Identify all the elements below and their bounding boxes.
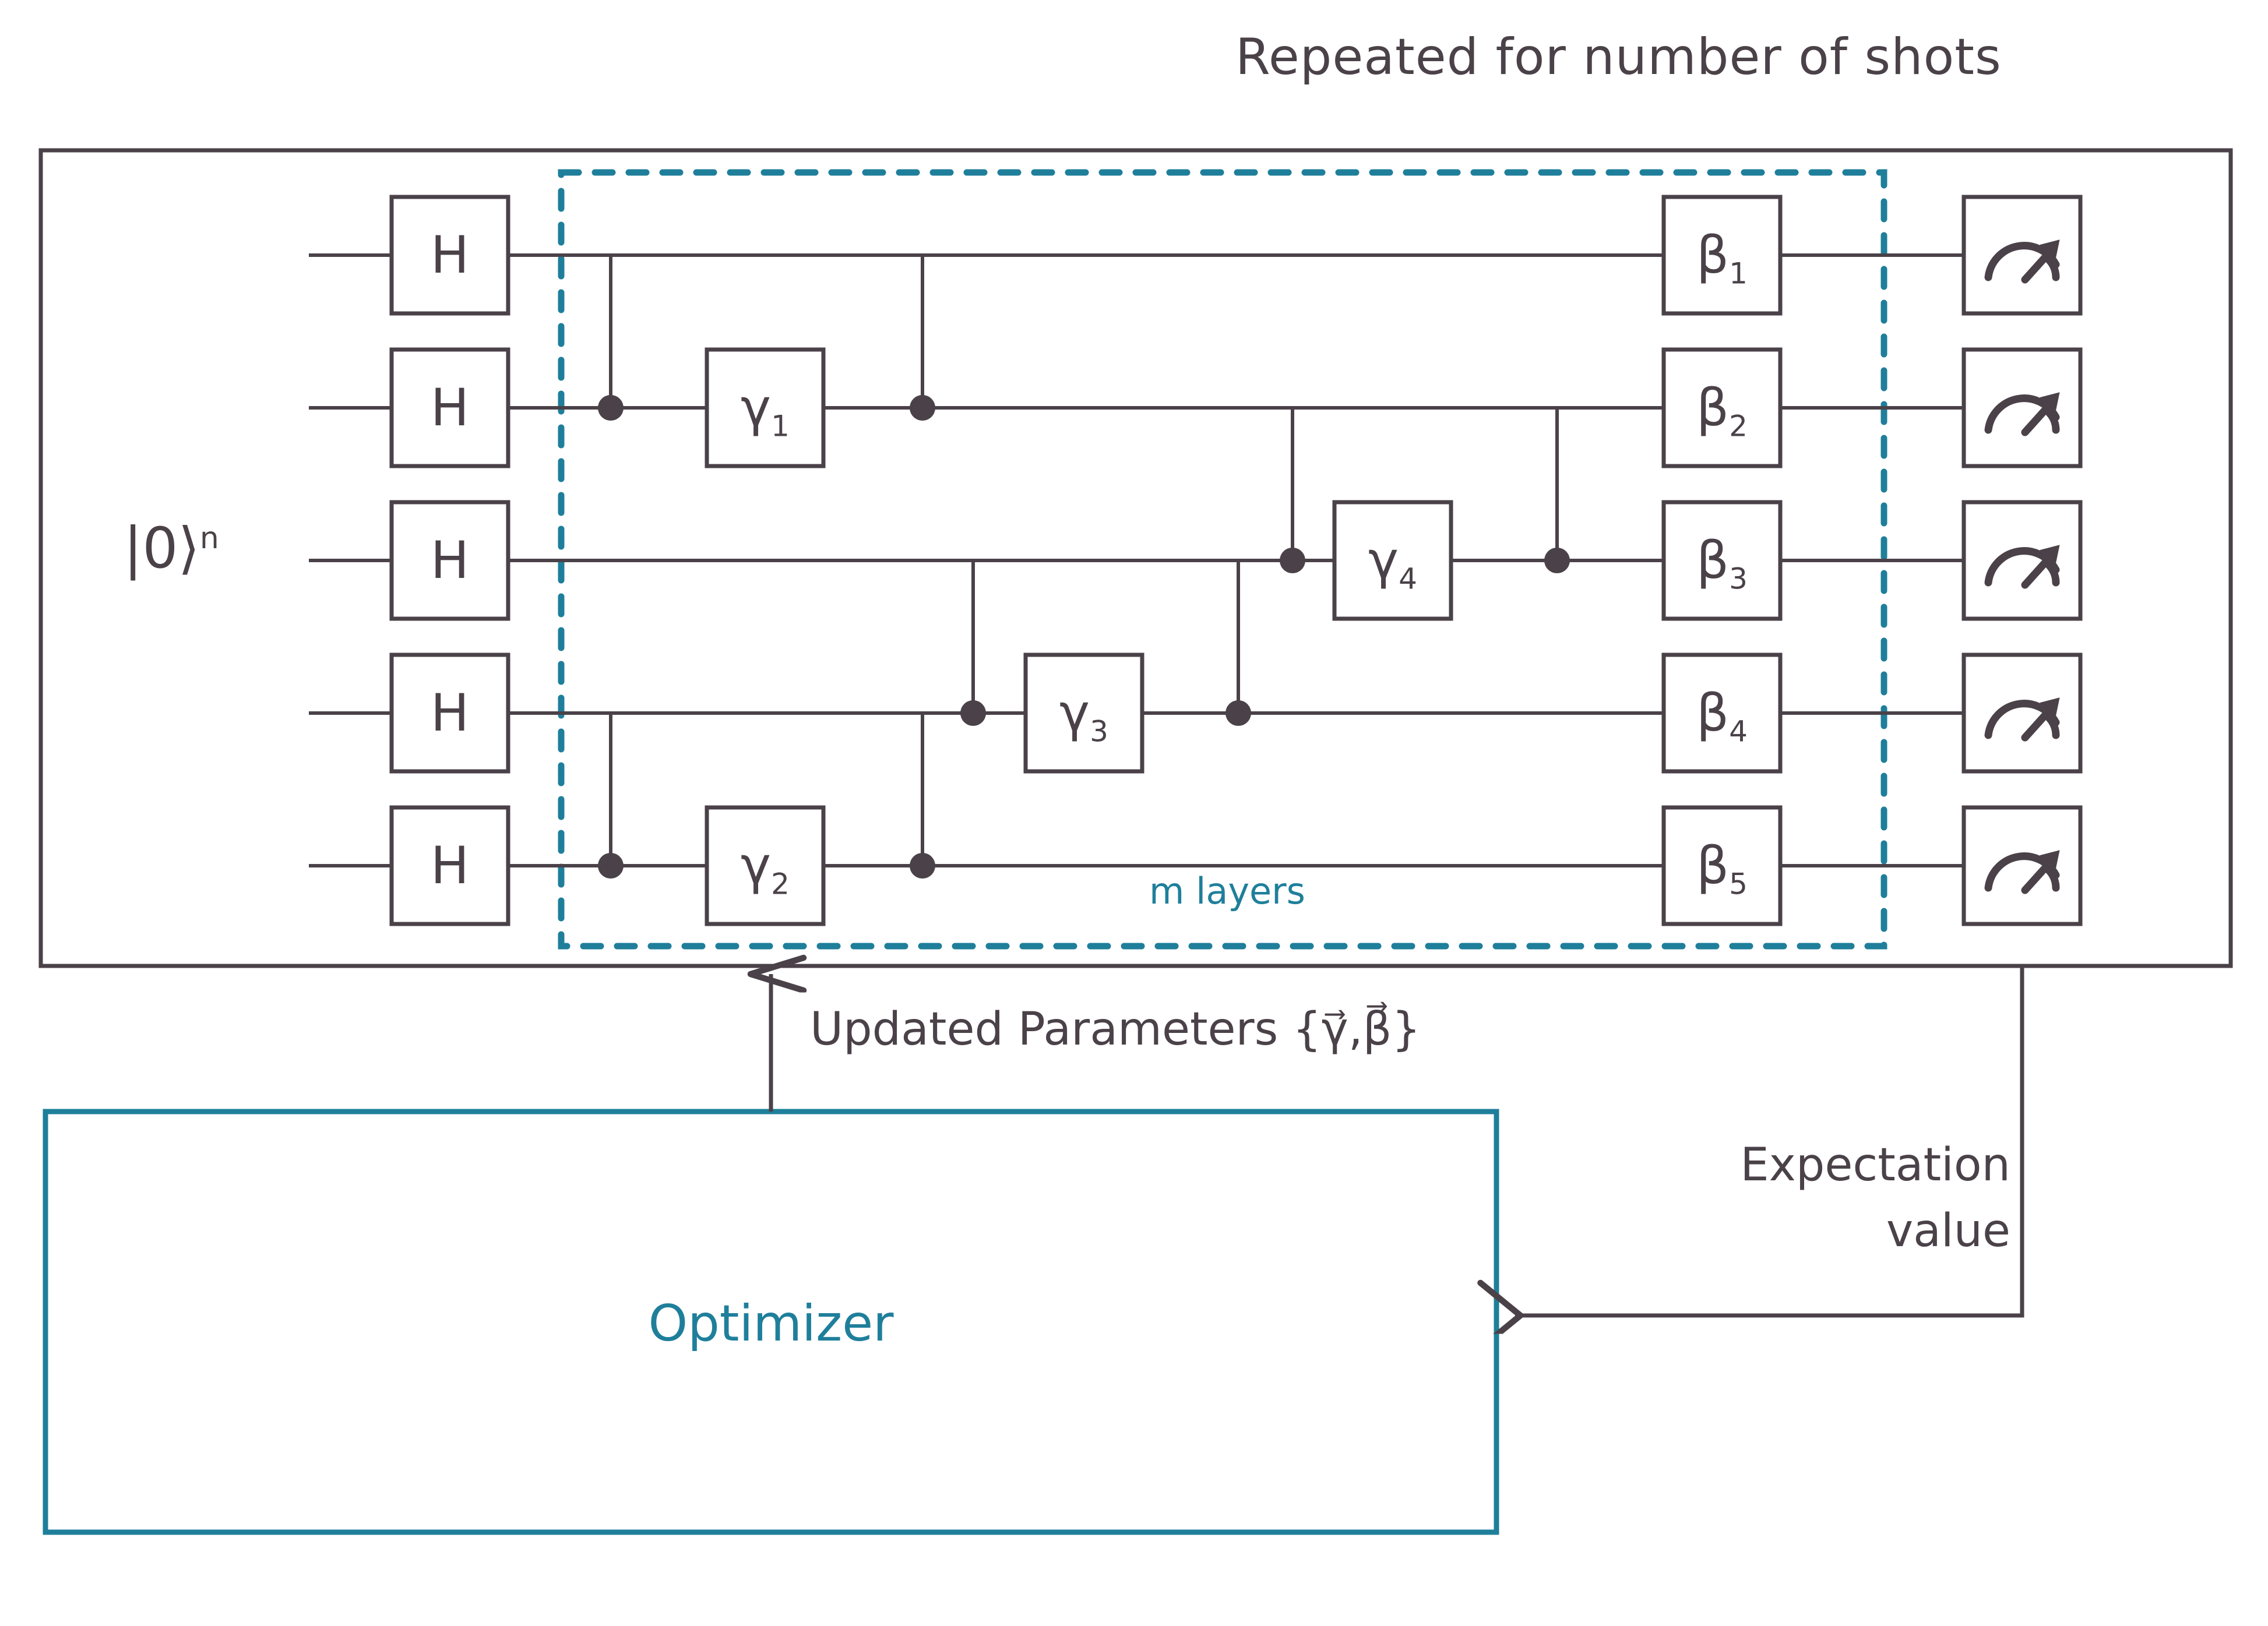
gamma-subscript: 4 xyxy=(1399,562,1417,596)
gamma-symbol: γ xyxy=(741,378,772,438)
measure-box-1 xyxy=(1961,195,2083,316)
beta-symbol: β xyxy=(1696,378,1730,438)
gamma-subscript: 1 xyxy=(771,409,790,443)
gate-label-gamma-3[interactable]: γ3 xyxy=(1026,655,1142,771)
beta-subscript: 3 xyxy=(1729,562,1748,596)
gate-box-h-5 xyxy=(389,805,510,926)
gate-box-h-1 xyxy=(389,195,510,316)
expectation-value-label-line1: Expectation xyxy=(1740,1139,2010,1191)
gate-label-gamma-1[interactable]: γ1 xyxy=(707,350,823,466)
measure-box-3 xyxy=(1961,500,2083,621)
gate-label-beta-2[interactable]: β2 xyxy=(1664,350,1780,466)
gate-box-h-4 xyxy=(389,652,510,774)
meter-icon xyxy=(1984,697,2060,742)
beta-symbol: β xyxy=(1696,530,1730,590)
gate-label-h[interactable]: H xyxy=(430,683,470,743)
gate-box-beta-4 xyxy=(1661,652,1783,774)
gamma-symbol: γ xyxy=(1368,530,1399,590)
input-state-label: |0⟩n xyxy=(124,516,219,581)
control-dot xyxy=(598,395,624,421)
circuit-frame xyxy=(38,148,2233,968)
gate-box-gamma-2 xyxy=(705,805,826,926)
gate-box-beta-5 xyxy=(1661,805,1783,926)
beta-subscript: 2 xyxy=(1729,409,1748,443)
gate-label-h[interactable]: H xyxy=(430,835,470,895)
gate-box-beta-1 xyxy=(1661,195,1783,316)
beta-subscript: 5 xyxy=(1729,867,1748,901)
gamma-symbol: γ xyxy=(1059,683,1090,743)
gamma-symbol: γ xyxy=(741,835,772,895)
control-dot xyxy=(1225,700,1251,726)
meter-icon xyxy=(1984,392,2060,436)
meter-icon xyxy=(1984,239,2060,284)
measure-box-5 xyxy=(1961,805,2083,926)
expectation-value-label-line2: value xyxy=(1886,1205,2010,1257)
gate-label-beta-1[interactable]: β1 xyxy=(1664,197,1780,313)
meter-icon xyxy=(1984,850,2060,894)
gate-label-h[interactable]: H xyxy=(430,378,470,438)
gate-label-beta-5[interactable]: β5 xyxy=(1664,807,1780,924)
beta-symbol: β xyxy=(1696,683,1730,743)
control-dot xyxy=(598,853,624,879)
gate-box-gamma-4 xyxy=(1332,500,1453,621)
optimizer-label[interactable]: Optimizer xyxy=(648,1295,894,1353)
meter-icon xyxy=(1984,545,2060,589)
control-dot xyxy=(960,700,986,726)
gate-label-gamma-2[interactable]: γ2 xyxy=(707,807,823,924)
updated-parameters-label: Updated Parameters {γ⃗,β⃗} xyxy=(810,1003,1421,1056)
control-dot xyxy=(1544,548,1570,573)
gamma-subscript: 3 xyxy=(1090,714,1108,749)
gate-box-gamma-1 xyxy=(705,347,826,468)
gate-box-beta-2 xyxy=(1661,347,1783,468)
measure-box-2 xyxy=(1961,347,2083,468)
m-layers-label: m layers xyxy=(1149,870,1305,912)
control-dot xyxy=(1280,548,1305,573)
gate-label-h[interactable]: H xyxy=(430,225,470,285)
gate-label-h[interactable]: H xyxy=(430,530,470,590)
input-state-exponent: n xyxy=(199,521,219,556)
expectation-value-arrow xyxy=(1515,966,2024,1315)
gate-box-h-3 xyxy=(389,500,510,621)
page-title: Repeated for number of shots xyxy=(1235,28,2002,86)
meter-icon-group xyxy=(1984,239,2060,894)
input-state-ket: |0⟩ xyxy=(124,516,200,581)
gate-box-beta-3 xyxy=(1661,500,1783,621)
gamma-subscript: 2 xyxy=(771,867,790,901)
gate-label-beta-3[interactable]: β3 xyxy=(1664,502,1780,619)
beta-subscript: 4 xyxy=(1729,714,1748,749)
measure-box-4 xyxy=(1961,652,2083,774)
beta-symbol: β xyxy=(1696,835,1730,895)
beta-symbol: β xyxy=(1696,225,1730,285)
beta-subscript: 1 xyxy=(1729,256,1748,291)
gate-label-gamma-4[interactable]: γ4 xyxy=(1334,502,1451,619)
control-dot xyxy=(910,853,935,879)
control-dot xyxy=(910,395,935,421)
gate-box-h-2 xyxy=(389,347,510,468)
control-dot-group xyxy=(598,395,1570,879)
gate-label-beta-4[interactable]: β4 xyxy=(1664,655,1780,771)
gate-box-gamma-3 xyxy=(1023,652,1144,774)
